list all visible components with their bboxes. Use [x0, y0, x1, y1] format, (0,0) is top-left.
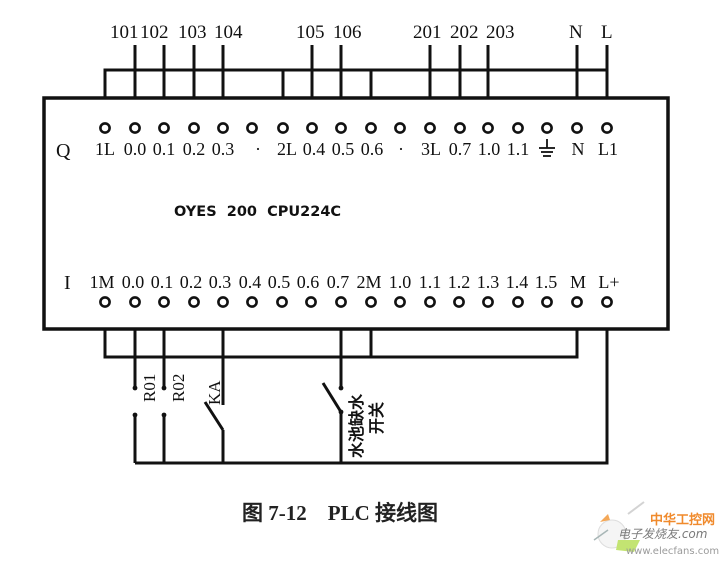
output-terminal-row: Q 1L 0.0 0.1 0.2 0.3 · 2L 0.4 0.5 0.6 · … — [56, 122, 618, 162]
terminal-i-m: M — [570, 272, 586, 292]
terminal-q-n: N — [572, 139, 585, 159]
input-terminal-row: I 1M 0.0 0.1 0.2 0.3 0.4 0.5 0.6 0.7 2M … — [64, 272, 620, 308]
watermark-line1: 中华工控网 — [650, 512, 715, 528]
terminal-i0-5: 0.5 — [268, 272, 291, 292]
device-label-water-switch-line2: 开关 — [367, 402, 386, 434]
terminal-i1-2: 1.2 — [448, 272, 471, 292]
row-label-q: Q — [56, 140, 71, 162]
terminal-q-2l: 2L — [277, 139, 297, 159]
wire-label-201: 201 — [413, 22, 442, 43]
terminal-i1-5: 1.5 — [535, 272, 558, 292]
wire-label-n: N — [569, 22, 583, 43]
figure-caption: 图 7-12 PLC 接线图 — [242, 501, 438, 525]
ground-icon — [539, 139, 555, 157]
terminal-i1-3: 1.3 — [477, 272, 500, 292]
wire-label-l: L — [601, 22, 613, 43]
terminal-i-1m: 1M — [89, 272, 114, 292]
terminal-i1-4: 1.4 — [506, 272, 529, 292]
wire-label-106: 106 — [333, 22, 362, 43]
device-label-ka: KA — [205, 380, 224, 405]
terminal-q-l1: L1 — [598, 139, 618, 159]
wire-label-101: 101 — [110, 22, 139, 43]
terminal-i0-3: 0.3 — [209, 272, 232, 292]
watermark-line3: www.elecfans.com — [626, 546, 719, 557]
terminal-q-blank-2: · — [398, 139, 404, 159]
terminal-i0-4: 0.4 — [239, 272, 262, 292]
wire-label-102: 102 — [140, 22, 169, 43]
logo-icon — [593, 501, 645, 552]
terminal-q0-2: 0.2 — [183, 139, 206, 159]
terminal-q1-1: 1.1 — [507, 139, 530, 159]
terminal-q0-4: 0.4 — [303, 139, 326, 159]
wire-label-203: 203 — [486, 22, 515, 43]
terminal-i0-1: 0.1 — [151, 272, 174, 292]
wire-label-103: 103 — [178, 22, 207, 43]
terminal-q-3l: 3L — [421, 139, 441, 159]
terminal-q-blank-1: · — [255, 139, 261, 159]
terminal-i0-0: 0.0 — [122, 272, 145, 292]
device-label-r02: R02 — [169, 374, 188, 402]
terminal-q0-7: 0.7 — [449, 139, 472, 159]
watermark-line2: 电子发烧友.com — [618, 527, 707, 541]
wire-label-104: 104 — [214, 22, 243, 43]
terminal-i0-2: 0.2 — [180, 272, 203, 292]
output-terminal-circles — [99, 122, 613, 134]
input-terminal-circles — [99, 296, 613, 308]
terminal-i1-1: 1.1 — [419, 272, 442, 292]
terminal-i0-7: 0.7 — [327, 272, 350, 292]
device-label-water-switch-line1: 水池缺水 — [347, 393, 366, 458]
plc-body — [42, 96, 670, 331]
contact-dots — [132, 385, 344, 418]
terminal-q0-3: 0.3 — [212, 139, 235, 159]
terminal-i0-6: 0.6 — [297, 272, 320, 292]
terminal-i1-0: 1.0 — [389, 272, 412, 292]
input-device-labels: R01 R02 KA 水池缺水 开关 — [140, 374, 386, 458]
input-wiring — [103, 329, 609, 465]
wire-label-202: 202 — [450, 22, 479, 43]
wire-label-105: 105 — [296, 22, 325, 43]
watermark-logo: 中华工控网 电子发烧友.com www.elecfans.com — [588, 500, 723, 562]
device-label-r01: R01 — [140, 374, 159, 402]
terminal-i-lplus: L+ — [598, 272, 619, 292]
terminal-q0-5: 0.5 — [332, 139, 355, 159]
terminal-q1-0: 1.0 — [478, 139, 501, 159]
terminal-q-1l: 1L — [95, 139, 115, 159]
row-label-i: I — [64, 272, 71, 294]
plc-model-label: OYES 200 CPU224C — [174, 204, 341, 220]
output-wire-labels: 101 102 103 104 105 106 201 202 203 N L — [110, 22, 613, 43]
terminal-i-2m: 2M — [356, 272, 381, 292]
terminal-q0-0: 0.0 — [124, 139, 147, 159]
terminal-q0-1: 0.1 — [153, 139, 176, 159]
output-wiring — [103, 45, 609, 98]
terminal-q0-6: 0.6 — [361, 139, 384, 159]
